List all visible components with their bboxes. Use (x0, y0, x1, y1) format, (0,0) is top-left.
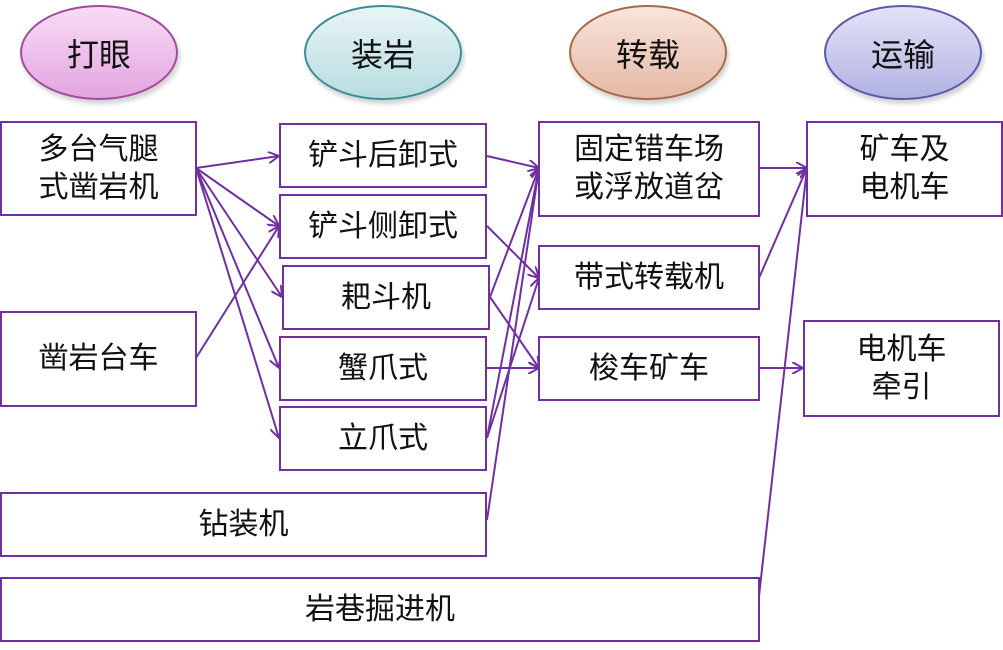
stage-transfer: 转载 (569, 5, 727, 100)
node-tunnel-boring-machine-label: 岩巷掘进机 (305, 591, 455, 627)
edge-jackleg-to-side-dump (195, 167, 279, 226)
node-side-dump-shovel: 铲斗侧卸式 (279, 194, 487, 259)
edge-jackleg-to-crab-claw (195, 167, 279, 368)
node-shuttle-car: 梭车矿车 (538, 336, 760, 401)
node-crab-claw-loader: 蟹爪式 (279, 336, 487, 401)
node-locomotive-traction-line1: 电机车 (856, 331, 947, 367)
stage-drilling: 打眼 (20, 5, 178, 100)
stage-drilling-label: 打眼 (66, 35, 131, 74)
node-multi-jackleg-line1: 多台气腿 (38, 131, 159, 167)
node-drill-loader-label: 钻装机 (198, 506, 289, 542)
node-locomotive-traction: 电机车 牵引 (803, 320, 1000, 417)
stage-loading-label: 装岩 (350, 35, 415, 74)
edge-jackleg-to-rear-dump (195, 156, 279, 169)
node-scraper-loader: 耙斗机 (282, 265, 490, 330)
node-shuttle-car-label: 梭车矿车 (589, 350, 709, 386)
edge-side-dump-to-belt (486, 225, 539, 278)
edge-tbm-to-mine-car (757, 168, 807, 606)
edge-vertical-to-switch-yard (486, 168, 539, 439)
edge-drill-loader-to-switch-yard (486, 168, 539, 521)
node-locomotive-traction-line2: 牵引 (871, 369, 932, 405)
node-multi-jackleg-drill: 多台气腿 式凿岩机 (0, 121, 197, 216)
edge-scraper-to-switch-yard (489, 168, 539, 298)
node-belt-transfer-label: 带式转载机 (574, 259, 724, 295)
node-scraper-loader-label: 耙斗机 (341, 279, 431, 315)
node-switch-yard: 固定错车场 或浮放道岔 (538, 121, 760, 217)
stage-transfer-label: 转载 (615, 35, 680, 74)
node-switch-yard-line2: 或浮放道岔 (574, 170, 724, 205)
node-belt-transfer: 带式转载机 (538, 245, 760, 310)
edge-rear-dump-to-switch-yard (486, 155, 539, 168)
node-drill-loader: 钻装机 (0, 492, 487, 557)
node-multi-jackleg-line2: 式凿岩机 (38, 169, 159, 205)
node-mine-car-locomotive-line2: 电机车 (859, 170, 950, 205)
node-drill-jumbo: 凿岩台车 (0, 311, 197, 407)
node-drill-jumbo-label: 凿岩台车 (38, 341, 159, 376)
edge-jackleg-to-scraper (195, 167, 282, 297)
node-crab-claw-loader-label: 蟹爪式 (338, 350, 428, 386)
edge-belt-to-mine-car (758, 168, 807, 279)
edge-jumbo-to-side-dump (195, 226, 279, 359)
node-vertical-claw-loader-label: 立爪式 (338, 420, 428, 456)
edge-jackleg-to-vertical-claw (195, 167, 279, 438)
edge-vertical-to-belt (486, 278, 539, 439)
node-mine-car-locomotive-line1: 矿车及 (859, 132, 950, 167)
stage-loading: 装岩 (304, 5, 462, 100)
node-tunnel-boring-machine: 岩巷掘进机 (0, 577, 760, 642)
node-side-dump-shovel-label: 铲斗侧卸式 (308, 208, 458, 244)
node-rear-dump-shovel-label: 铲斗后卸式 (308, 137, 458, 173)
node-mine-car-locomotive: 矿车及 电机车 (806, 121, 1003, 217)
stage-haulage-label: 运输 (870, 35, 935, 74)
node-rear-dump-shovel: 铲斗后卸式 (279, 123, 487, 188)
node-switch-yard-line1: 固定错车场 (574, 132, 724, 167)
stage-haulage: 运输 (824, 5, 982, 100)
node-vertical-claw-loader: 立爪式 (279, 406, 487, 471)
